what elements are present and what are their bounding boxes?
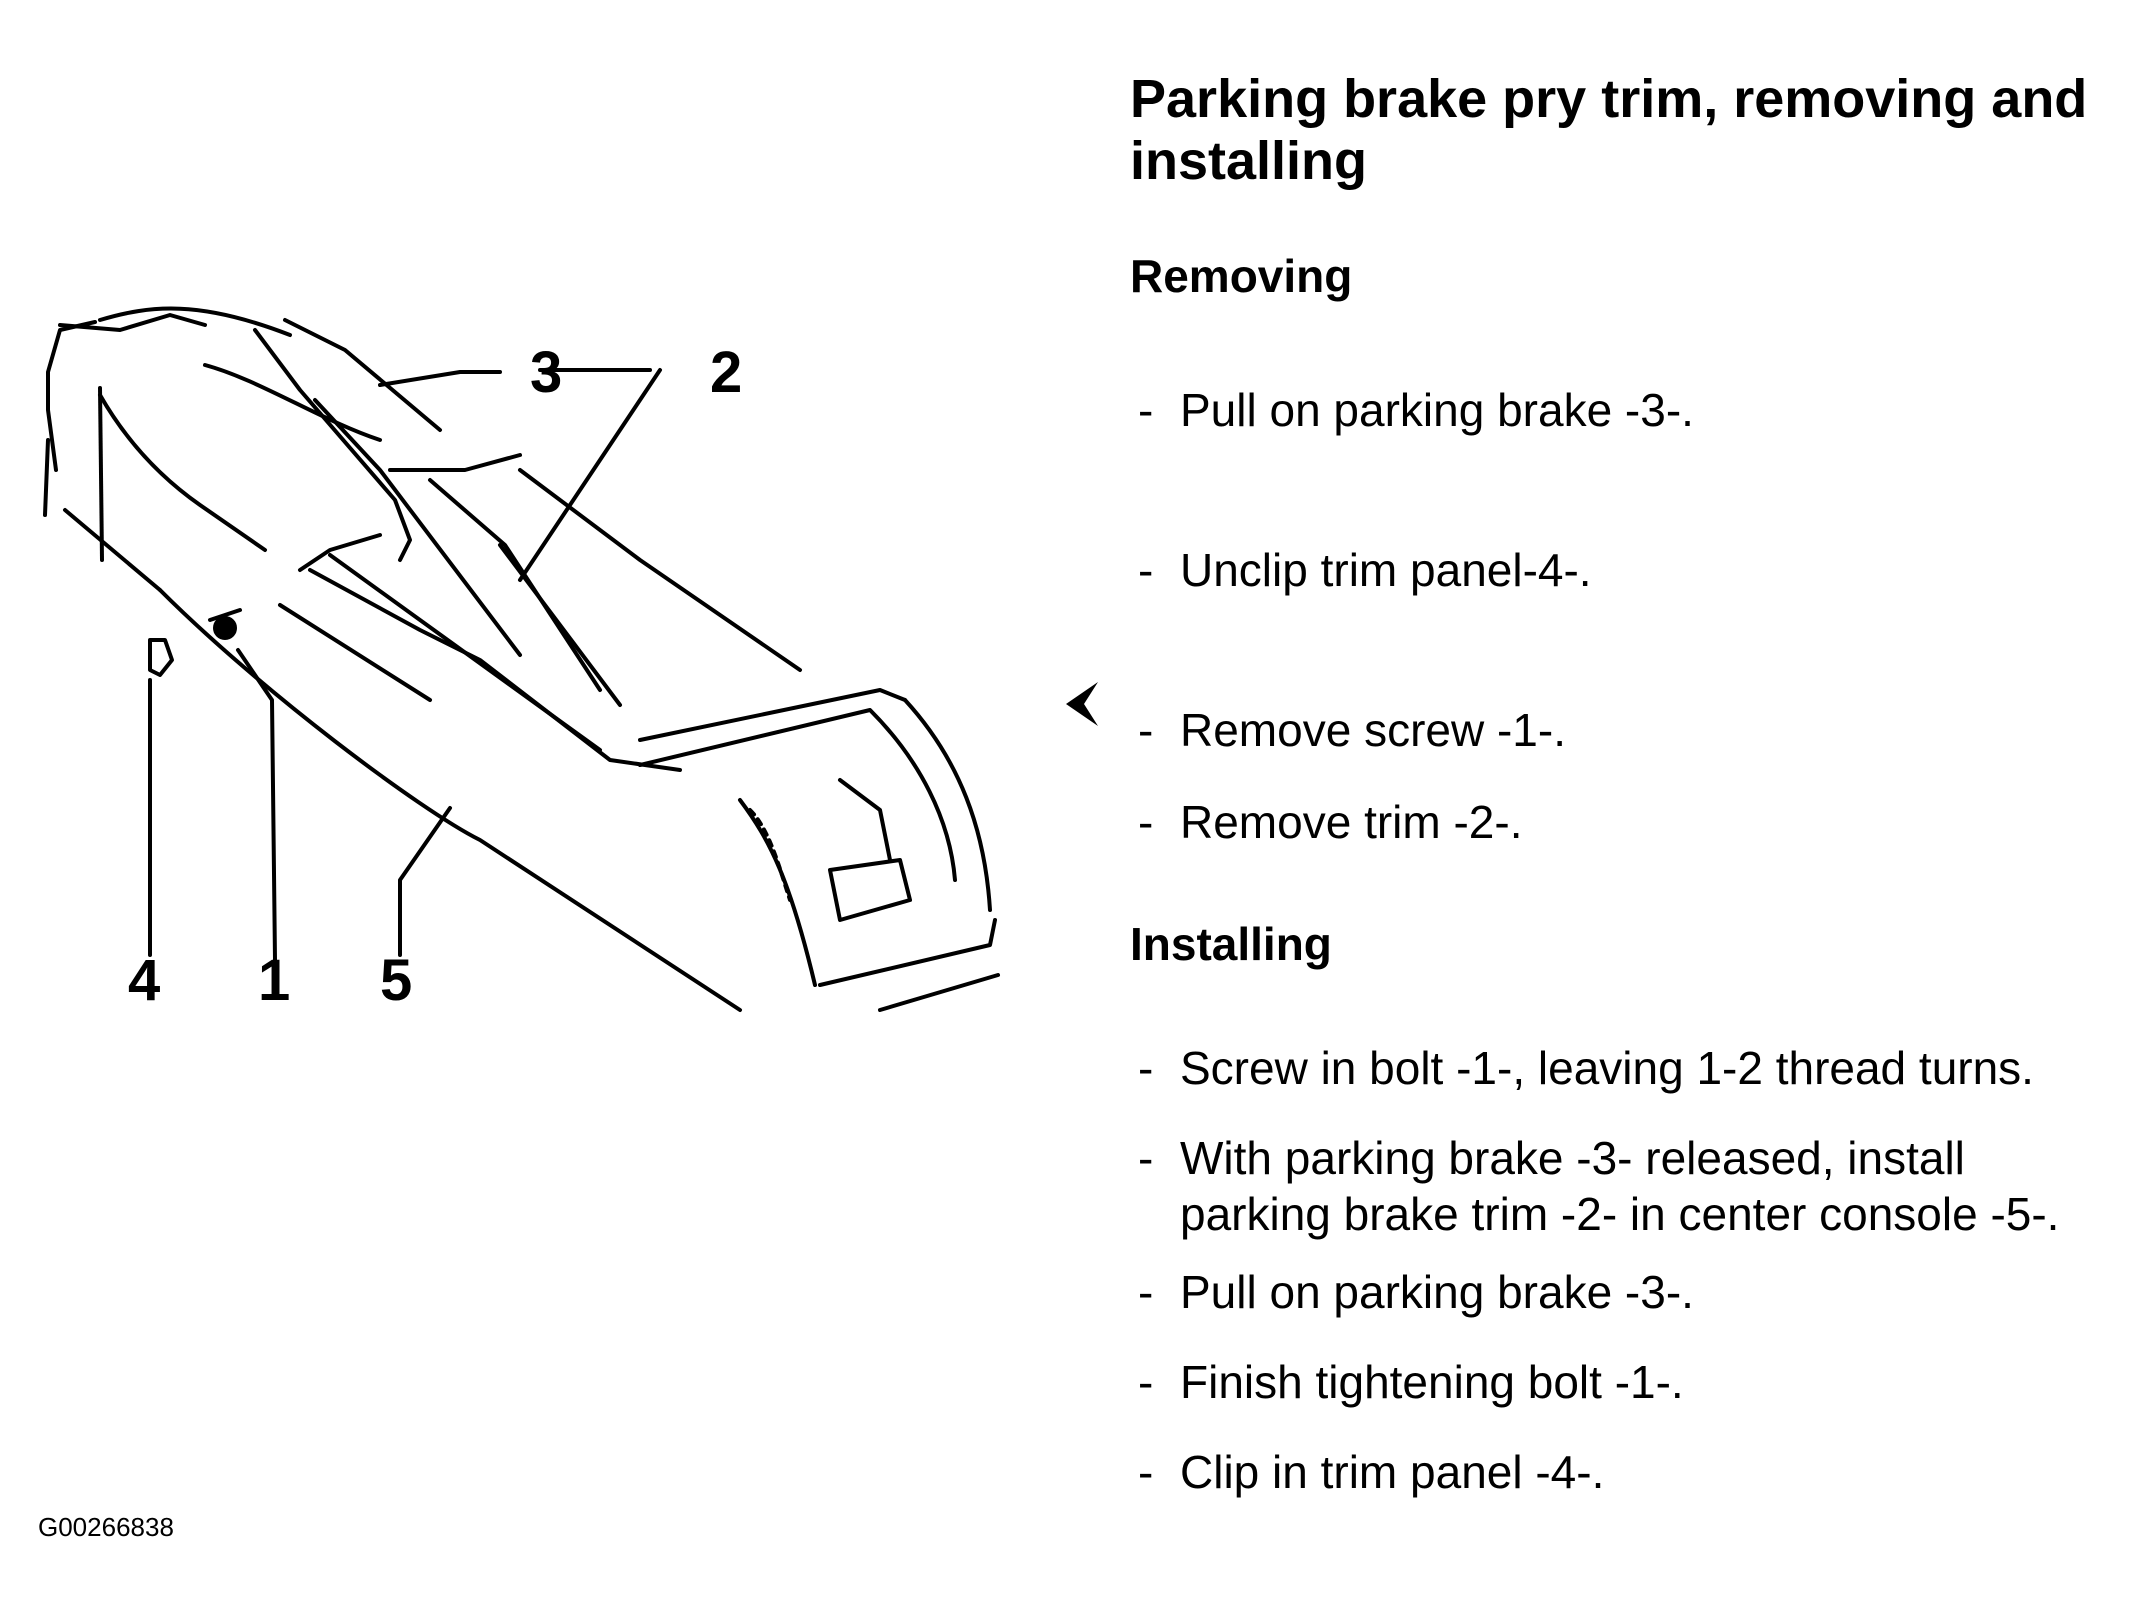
step-dash: - (1138, 1446, 1154, 1498)
step-dash: - (1138, 704, 1154, 756)
pointer-arrow-icon (1066, 682, 1098, 726)
callout-1: 1 (258, 948, 290, 1013)
installing-step-3: - Pull on parking brake -3-. (1138, 1264, 2128, 1320)
step-dash: - (1138, 1042, 1154, 1094)
figure-code: G00266838 (38, 1512, 174, 1542)
step-dash: - (1138, 384, 1154, 436)
installing-step-2: - With parking brake -3- released, insta… (1138, 1130, 2128, 1242)
step-text: Clip in trim panel -4-. (1180, 1446, 1605, 1498)
removing-step-4: - Remove trim -2-. (1138, 794, 2128, 850)
step-text: Finish tightening bolt -1-. (1180, 1356, 1684, 1408)
step-text: Remove screw -1-. (1180, 704, 1566, 756)
document-title: Parking brake pry trim, removing and ins… (1130, 69, 2088, 191)
removing-heading: Removing (1130, 250, 1353, 302)
console-line-drawing: 3 2 4 1 5 (43, 306, 1000, 1013)
step-text: Unclip trim panel-4-. (1180, 544, 1592, 596)
step-dash: - (1138, 1266, 1154, 1318)
installing-step-5: - Clip in trim panel -4-. (1138, 1444, 2128, 1500)
removing-step-2: - Unclip trim panel-4-. (1138, 542, 2128, 598)
installing-step-4: - Finish tightening bolt -1-. (1138, 1354, 2128, 1410)
console-illustration: 3 2 4 1 5 (0, 0, 1060, 1100)
step-text: Pull on parking brake -3-. (1180, 1266, 1694, 1318)
removing-step-1: - Pull on parking brake -3-. (1138, 382, 2128, 438)
callout-3: 3 (530, 340, 562, 405)
installing-heading: Installing (1130, 918, 1332, 970)
step-text: Screw in bolt -1-, leaving 1-2 thread tu… (1180, 1042, 2034, 1094)
installing-step-1: - Screw in bolt -1-, leaving 1-2 thread … (1138, 1040, 2128, 1096)
step-text: Pull on parking brake -3-. (1180, 384, 1694, 436)
callout-4: 4 (128, 948, 160, 1013)
removing-step-3: - Remove screw -1-. (1138, 702, 2128, 758)
step-dash: - (1138, 1356, 1154, 1408)
callout-2: 2 (710, 340, 742, 405)
step-text: With parking brake -3- released, install… (1180, 1132, 2060, 1240)
callout-5: 5 (380, 948, 412, 1013)
step-text: Remove trim -2-. (1180, 796, 1523, 848)
step-dash: - (1138, 1132, 1154, 1184)
step-dash: - (1138, 544, 1154, 596)
step-dash: - (1138, 796, 1154, 848)
